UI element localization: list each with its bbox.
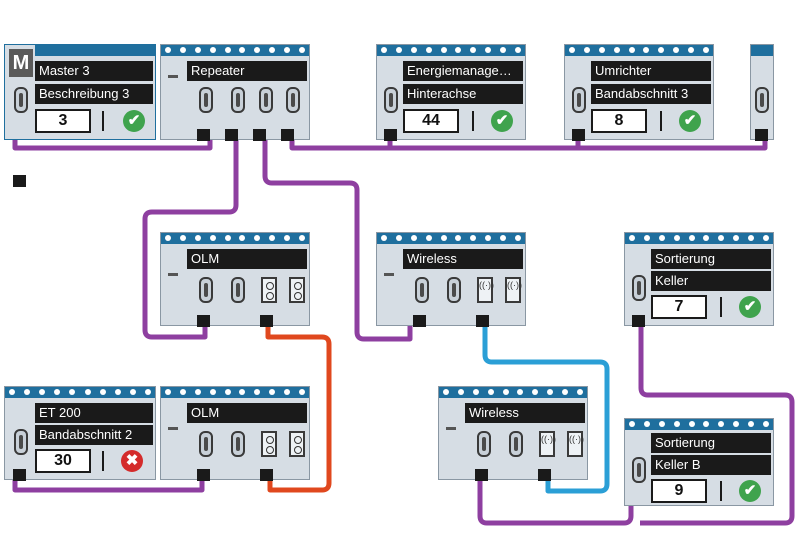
repeater-title: Repeater (187, 61, 307, 81)
umrichter-subtitle: Bandabschnitt 3 (591, 84, 711, 104)
master-port[interactable] (14, 87, 28, 113)
repeater-port-1[interactable] (199, 87, 213, 113)
device-sortierung1[interactable]: Sortierung Keller 7 ✔ (624, 232, 774, 327)
umrichter-port[interactable] (572, 87, 586, 113)
master-subtitle: Beschreibung 3 (35, 84, 153, 104)
sortierung1-address: 7 (651, 295, 707, 319)
checkmark-icon: ✔ (739, 296, 761, 318)
sortierung1-port[interactable] (632, 275, 646, 301)
wireless2-port-2[interactable] (509, 431, 523, 457)
olm1-fiber-port-2[interactable] (289, 277, 305, 303)
wire-fiber-olm (265, 326, 332, 493)
device-sortierung2[interactable]: Sortierung Keller B 9 ✔ (624, 418, 774, 506)
checkmark-icon: ✔ (679, 110, 701, 132)
sortierung1-title: Sortierung (651, 249, 771, 269)
wireless2-antenna-icon: ((·)) (539, 431, 556, 457)
wireless1-antenna-icon: ((·)) (477, 277, 494, 303)
device-olm1[interactable]: OLM (160, 232, 310, 327)
olm2-title: OLM (187, 403, 307, 423)
partial-port[interactable] (755, 87, 769, 113)
device-wireless2[interactable]: Wireless ((·)) ((·)) (438, 386, 588, 481)
wireless2-port-1[interactable] (477, 431, 491, 457)
sortierung2-address: 9 (651, 479, 707, 503)
device-et200[interactable]: ET 200 Bandabschnitt 2 30 ✖ (4, 386, 156, 481)
wireless1-port-1[interactable] (415, 277, 429, 303)
wire-olm2-et200 (12, 480, 205, 493)
master-title: Master 3 (35, 61, 153, 81)
et200-title: ET 200 (35, 403, 153, 423)
olm1-fiber-port-1[interactable] (261, 277, 277, 303)
umrichter-title: Umrichter (591, 61, 711, 81)
device-partial[interactable] (750, 44, 774, 141)
device-olm2[interactable]: OLM (160, 386, 310, 481)
wire-repeater-bus (289, 140, 768, 151)
olm2-fiber-port-1[interactable] (261, 431, 277, 457)
wireless1-antenna-icon-2: ((·)) (505, 277, 522, 303)
energie-subtitle: Hinterachse (403, 84, 523, 104)
wire-repeater-olm1 (142, 140, 239, 340)
olm2-port-2[interactable] (231, 431, 245, 457)
olm2-port-1[interactable] (199, 431, 213, 457)
master-logo-icon: M (9, 49, 33, 77)
sortierung2-subtitle: Keller B (651, 455, 771, 475)
device-wireless1[interactable]: Wireless ((·)) ((·)) (376, 232, 526, 327)
energie-title: Energiemanage… (403, 61, 523, 81)
wireless2-antenna-icon-2: ((·)) (567, 431, 584, 457)
et200-subtitle: Bandabschnitt 2 (35, 425, 153, 445)
sortierung1-subtitle: Keller (651, 271, 771, 291)
checkmark-icon: ✔ (123, 110, 145, 132)
device-energie[interactable]: Energiemanage… Hinterachse 44 ✔ (376, 44, 526, 141)
repeater-port-2[interactable] (231, 87, 245, 113)
et200-address: 30 (35, 449, 91, 473)
wire-wireless2-sortierung2 (477, 480, 634, 526)
wireless1-port-2[interactable] (447, 277, 461, 303)
olm1-title: OLM (187, 249, 307, 269)
repeater-port-4[interactable] (286, 87, 300, 113)
wire-repeater-wireless1 (262, 140, 413, 342)
cross-icon: ✖ (121, 450, 143, 472)
device-umrichter[interactable]: Umrichter Bandabschnitt 3 8 ✔ (564, 44, 714, 141)
sortierung2-title: Sortierung (651, 433, 771, 453)
sortierung2-port[interactable] (632, 457, 646, 483)
wireless1-title: Wireless (403, 249, 523, 269)
checkmark-icon: ✔ (739, 480, 761, 502)
wire-master-repeater (12, 138, 213, 151)
energie-address: 44 (403, 109, 459, 133)
olm1-port-1[interactable] (199, 277, 213, 303)
wire-wireless-link (482, 326, 610, 494)
device-master[interactable]: M Master 3 Beschreibung 3 3 ✔ (4, 44, 156, 187)
wire-sortierung1-sortierung2 (638, 325, 795, 526)
energie-port[interactable] (384, 87, 398, 113)
olm2-fiber-port-2[interactable] (289, 431, 305, 457)
repeater-port-3[interactable] (259, 87, 273, 113)
umrichter-address: 8 (591, 109, 647, 133)
master-address: 3 (35, 109, 91, 133)
olm1-port-2[interactable] (231, 277, 245, 303)
et200-port[interactable] (14, 429, 28, 455)
wireless2-title: Wireless (465, 403, 585, 423)
checkmark-icon: ✔ (491, 110, 513, 132)
device-repeater[interactable]: Repeater (160, 44, 310, 141)
